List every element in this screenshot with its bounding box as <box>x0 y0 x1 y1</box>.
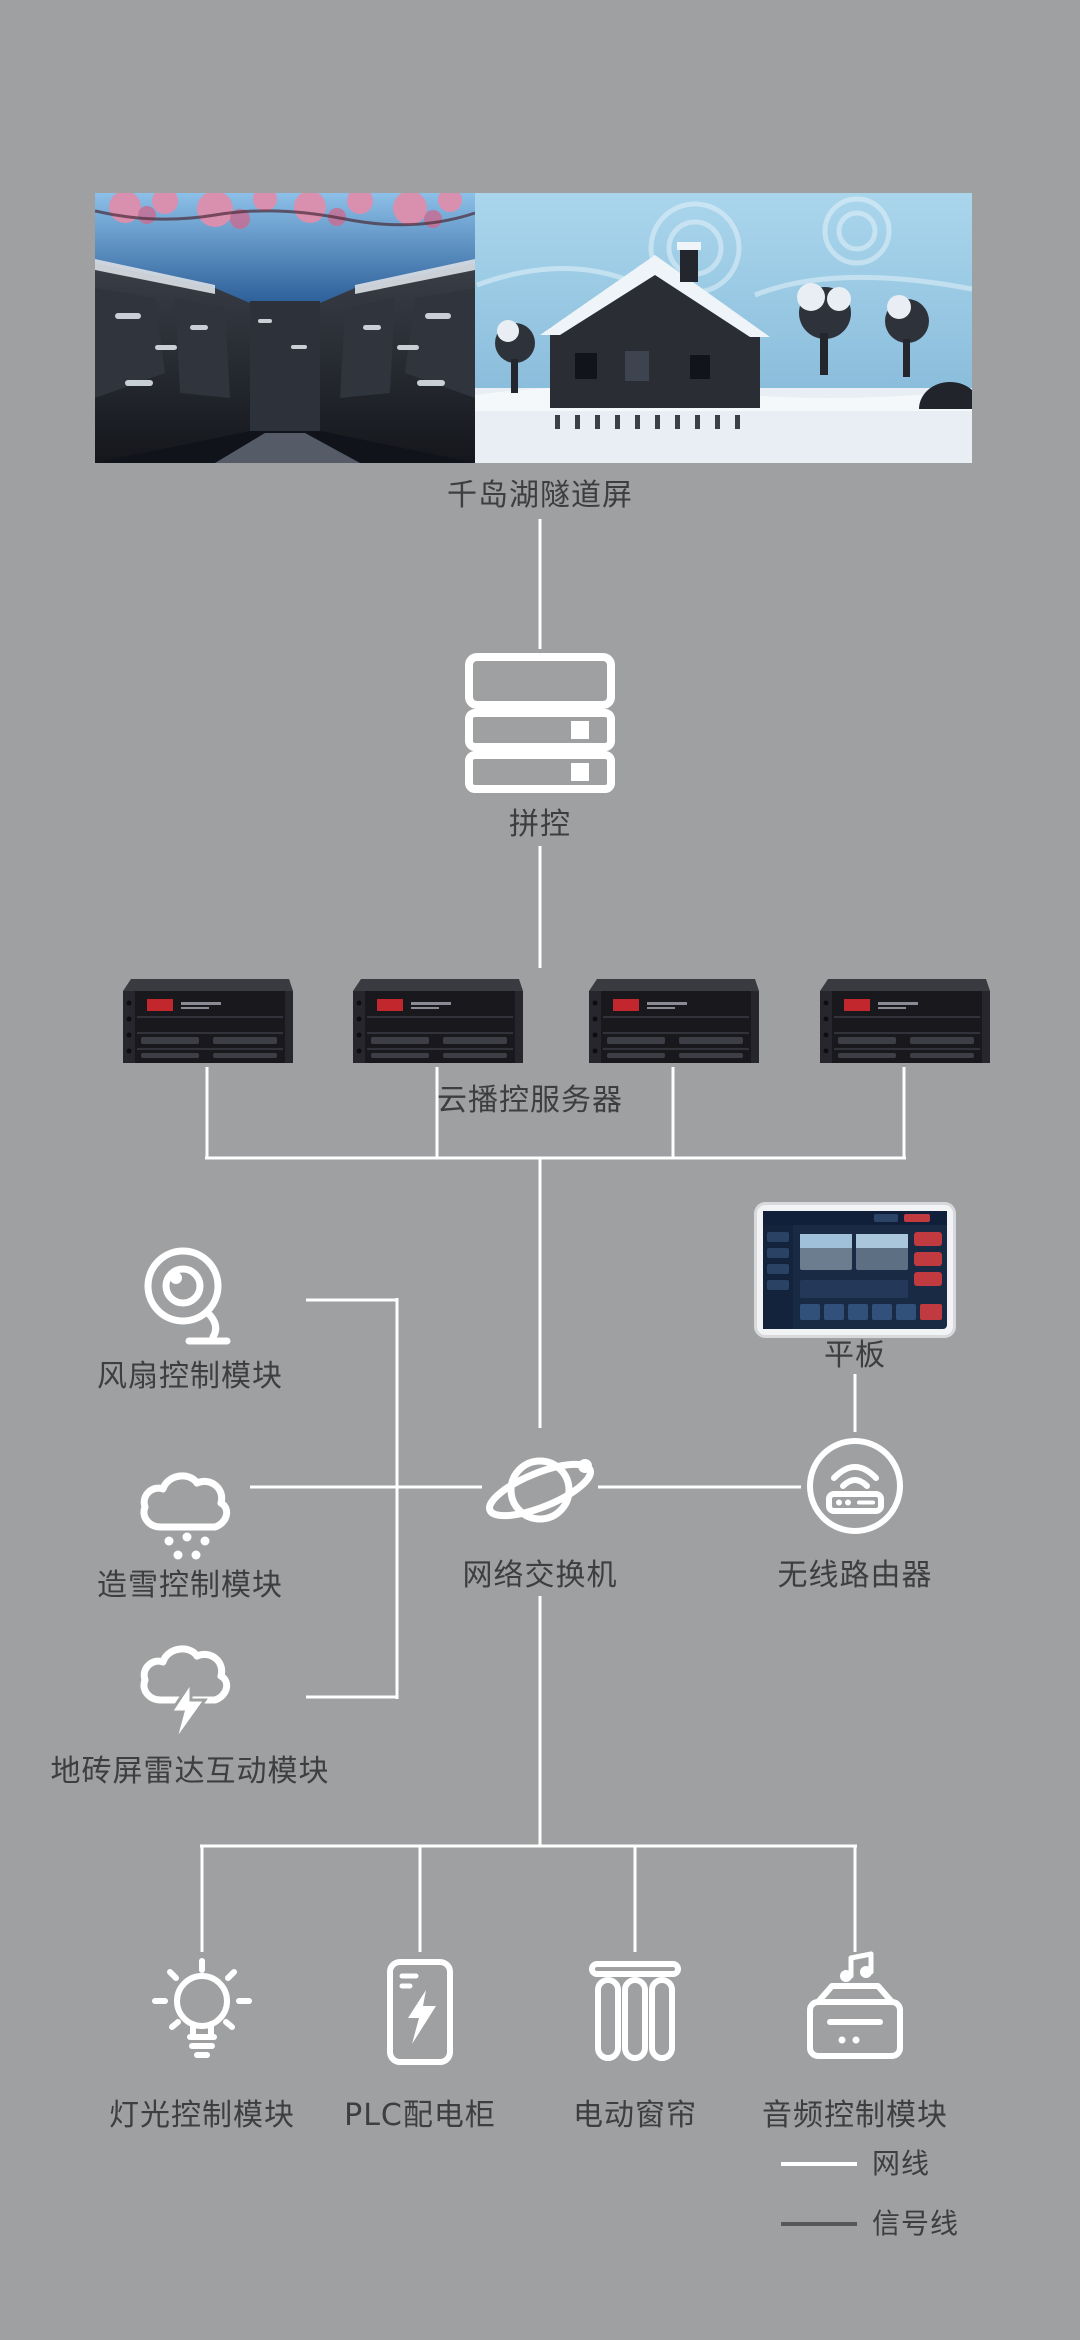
fan-module-icon <box>131 1240 243 1352</box>
network-switch-label: 网络交换机 <box>462 1558 618 1593</box>
tunnel-photo-left <box>95 193 476 463</box>
light-module-label: 灯光控制模块 <box>109 2098 295 2133</box>
plc-cabinet-icon <box>370 1956 470 2068</box>
curtain-icon <box>580 1956 690 2068</box>
snow-module-label: 造雪控制模块 <box>97 1568 283 1603</box>
radar-module-icon <box>131 1642 243 1750</box>
splicer-label: 拼控 <box>509 807 571 842</box>
snow-module-icon <box>131 1465 243 1565</box>
audio-module-label: 音频控制模块 <box>762 2098 948 2133</box>
cloud-server-unit <box>814 975 994 1067</box>
legend-signal-cable-label: 信号线 <box>872 2207 960 2240</box>
plc-cabinet-label: PLC配电柜 <box>344 2098 496 2133</box>
legend-network-cable-swatch <box>781 2162 857 2166</box>
wireless-router-icon <box>801 1432 909 1540</box>
cloud-server-unit <box>347 975 527 1067</box>
tunnel-photo-right <box>475 193 972 463</box>
legend-network-cable-label: 网线 <box>872 2147 931 2180</box>
wireless-router-label: 无线路由器 <box>777 1558 933 1593</box>
cloud-server-unit <box>583 975 763 1067</box>
light-module-icon <box>147 1955 257 2070</box>
network-switch-icon <box>482 1426 598 1550</box>
tablet-image <box>754 1202 956 1338</box>
tablet-label: 平板 <box>824 1338 886 1373</box>
radar-module-label: 地砖屏雷达互动模块 <box>50 1754 330 1789</box>
cloud-server-unit <box>117 975 297 1067</box>
tunnel-screen-label: 千岛湖隧道屏 <box>447 478 633 513</box>
fan-module-label: 风扇控制模块 <box>97 1359 283 1394</box>
tunnel-screen-photo <box>95 193 972 463</box>
curtain-label: 电动窗帘 <box>573 2098 697 2133</box>
splicer-icon <box>457 649 623 797</box>
audio-module-icon <box>800 1950 910 2068</box>
network-cable-lines <box>200 519 906 1952</box>
cloud-server-label: 云播控服务器 <box>437 1083 623 1118</box>
legend-signal-cable-swatch <box>781 2222 857 2226</box>
